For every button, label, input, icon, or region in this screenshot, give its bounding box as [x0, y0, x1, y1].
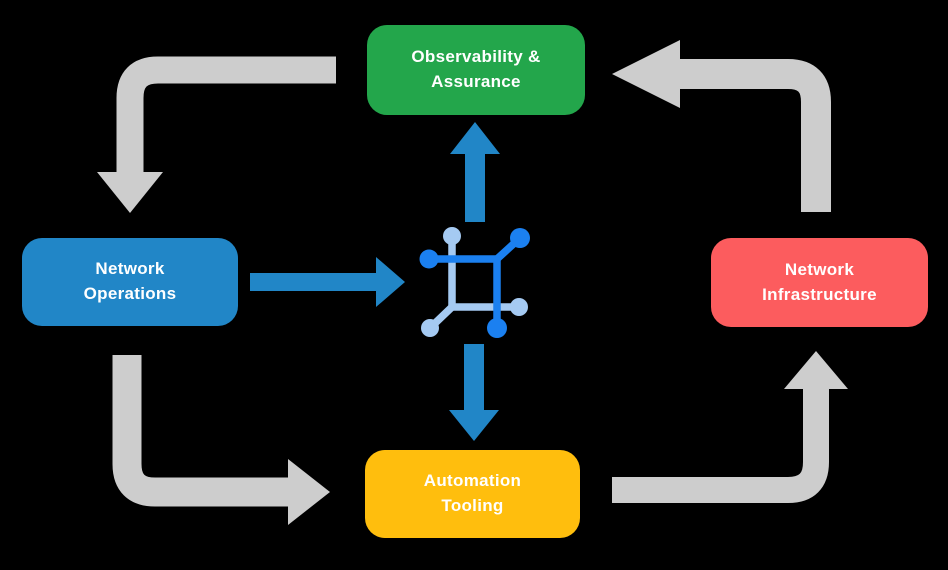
node-automation-tooling: Automation Tooling: [365, 450, 580, 538]
arrow-operations-to-automation: [112, 355, 330, 525]
network-mesh-icon-light-part: [421, 227, 528, 337]
node-automation-label: Automation Tooling: [423, 471, 522, 515]
node-operations-label: Network Operations: [83, 259, 177, 303]
arrow-observability-to-operations: [97, 56, 336, 213]
node-observability-label: Observability & Assurance: [411, 47, 541, 91]
node-network-infrastructure: Network Infrastructure: [711, 238, 928, 327]
network-mesh-icon-dark-part: [419, 228, 530, 338]
node-infrastructure-label: Network Infrastructure: [762, 259, 877, 304]
node-network-operations: Network Operations: [22, 238, 238, 326]
arrow-operations-to-center: [250, 257, 405, 307]
node-observability-assurance: Observability & Assurance: [367, 25, 585, 115]
arrow-infrastructure-to-observability: [612, 40, 831, 212]
arrow-center-to-automation: [449, 344, 499, 441]
arrow-automation-to-infrastructure: [612, 351, 848, 503]
arrow-center-to-observability: [450, 122, 500, 222]
network-mesh-icon: [419, 227, 530, 338]
